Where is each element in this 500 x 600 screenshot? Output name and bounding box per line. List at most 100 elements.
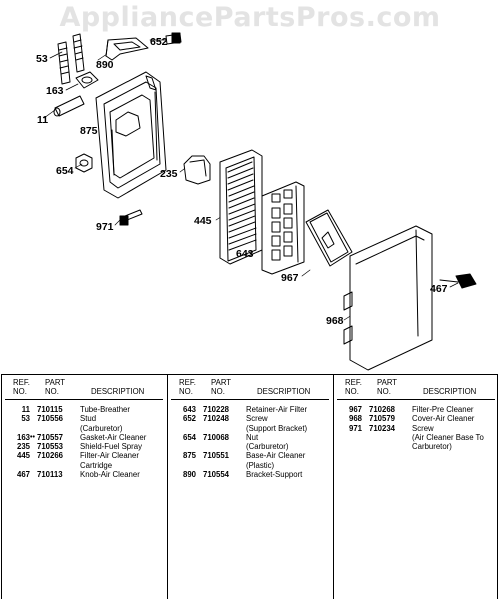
description-line: (Plastic): [246, 460, 275, 470]
part-number: 710556: [37, 414, 64, 424]
part-number: 710554: [203, 470, 230, 480]
header-ref: REF.NO.: [13, 378, 30, 397]
header-ref: REF.NO.: [179, 378, 196, 397]
column-divider: [333, 375, 334, 599]
part-number: 710068: [203, 432, 230, 442]
callout-652: 652: [150, 36, 168, 48]
ref-number: 643: [182, 405, 196, 414]
column-divider: [167, 375, 168, 599]
description-line: Carburetor): [412, 442, 452, 452]
table-row: 875 710551 Base-Air Cleaner(Plastic): [171, 451, 333, 470]
part-description: Nut(Carburetor): [246, 433, 333, 452]
description-line: Knob-Air Cleaner: [80, 470, 140, 480]
callout-654: 654: [56, 165, 74, 177]
callout-11: 11: [37, 114, 49, 126]
part-description: Retainer-Air Filter: [246, 405, 333, 414]
part-number: 710234: [369, 423, 396, 433]
exploded-parts-diagram: [43, 32, 477, 371]
part-number: 710268: [369, 405, 396, 414]
ref-number: 652: [182, 414, 196, 424]
description-line: Cover-Air Cleaner: [412, 414, 475, 424]
part-description: Stud(Carburetor): [80, 414, 167, 433]
description-line: Filter-Pre Cleaner: [412, 405, 474, 414]
description-line: (Carburetor): [80, 423, 123, 433]
part-pre-cleaner-967: [305, 209, 353, 267]
ref-number: 654: [182, 432, 196, 442]
header-description: DESCRIPTION: [91, 387, 145, 396]
callout-890: 890: [96, 59, 114, 71]
description-line: Bracket-Support: [246, 470, 303, 480]
callout-967: 967: [281, 272, 299, 284]
ref-number: 467: [16, 470, 30, 480]
callout-875: 875: [80, 125, 98, 137]
description-line: Cartridge: [80, 460, 113, 470]
part-nut-654: [75, 153, 93, 173]
callout-467: 467: [430, 283, 448, 295]
ref-number: 968: [348, 414, 362, 424]
ref-marks: ••: [30, 433, 35, 441]
ref-number: 235: [16, 442, 30, 452]
part-description: Knob-Air Cleaner: [80, 470, 167, 479]
part-cover-968: [343, 225, 433, 371]
ref-number: 445: [16, 451, 30, 461]
part-screw-652: [165, 32, 182, 45]
table-row: 235 710553 Shield-Fuel Spray: [5, 442, 167, 451]
part-tube-11: [53, 95, 85, 117]
table-row: 467 710113 Knob-Air Cleaner: [5, 470, 167, 479]
ref-number: 53: [21, 414, 30, 424]
part-description: Filter-Pre Cleaner: [412, 405, 499, 414]
part-base-875: [95, 71, 167, 199]
part-number: 710557: [37, 432, 64, 442]
description-line: (Carburetor): [246, 442, 289, 452]
part-description: Shield-Fuel Spray: [80, 442, 167, 451]
description-line: Gasket-Air Cleaner: [80, 432, 147, 442]
part-number: 710113: [37, 470, 63, 480]
description-line: (Air Cleaner Base To: [412, 432, 484, 442]
callout-968: 968: [326, 315, 344, 327]
description-line: Shield-Fuel Spray: [80, 442, 142, 452]
description-line: Screw: [412, 423, 434, 433]
part-stud-53: [57, 33, 85, 85]
ref-number: 875: [182, 451, 196, 461]
header-rule: [337, 399, 495, 400]
part-retainer-643: [261, 181, 305, 275]
header-ref: REF.NO.: [345, 378, 362, 397]
header-description: DESCRIPTION: [423, 387, 477, 396]
part-number: 710115: [37, 405, 63, 414]
description-line: Tube-Breather: [80, 405, 130, 414]
callout-163: 163: [46, 85, 64, 97]
ref-number: 971: [348, 423, 362, 433]
part-bracket-890: [105, 37, 149, 61]
part-description: Gasket-Air Cleaner: [80, 433, 167, 442]
part-number: 710553: [37, 442, 64, 452]
description-line: (Support Bracket): [246, 423, 308, 433]
part-number: 710266: [37, 451, 64, 461]
part-description: Cover-Air Cleaner: [412, 414, 499, 423]
part-description: Tube-Breather: [80, 405, 167, 414]
table-row: 654 710068 Nut(Carburetor): [171, 433, 333, 452]
part-number: 710551: [203, 451, 230, 461]
part-description: Bracket-Support: [246, 470, 333, 479]
description-line: Base-Air Cleaner: [246, 451, 306, 461]
parts-rows: 11 710115 Tube-Breather 53 710556 Stud(Carbur…: [5, 405, 167, 479]
callout-235: 235: [160, 168, 178, 180]
callout-971: 971: [96, 221, 114, 233]
description-line: Retainer-Air Filter: [246, 405, 308, 414]
header-rule: [171, 399, 329, 400]
description-line: Nut: [246, 432, 259, 442]
ref-number: 11: [21, 405, 30, 414]
ref-number: 890: [182, 470, 196, 480]
